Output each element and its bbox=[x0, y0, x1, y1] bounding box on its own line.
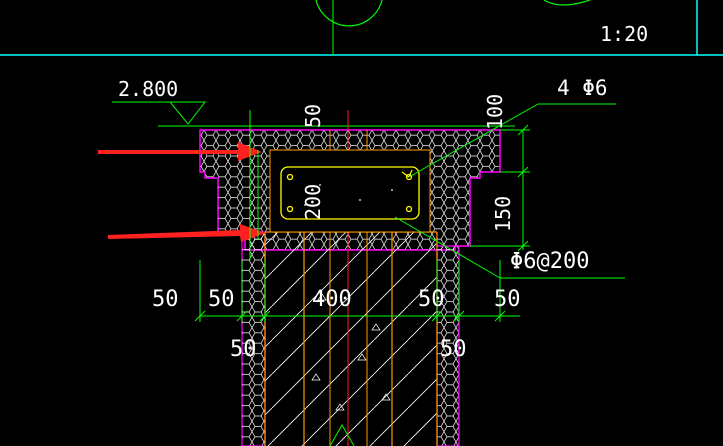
rebar bbox=[405, 205, 413, 213]
ring-beam bbox=[269, 149, 431, 233]
title-frame: 1:20 bbox=[0, 0, 723, 56]
dim-right-100: 100 bbox=[483, 94, 507, 130]
dim-left-inner-50: 50 bbox=[208, 287, 235, 312]
rebar bbox=[286, 205, 294, 213]
dim-top-50: 50 bbox=[301, 104, 325, 128]
stirrup bbox=[280, 166, 420, 220]
dim-center-400: 400 bbox=[312, 287, 352, 312]
main-rebar-label: 4 Φ6 bbox=[557, 76, 608, 100]
dimension-lines bbox=[194, 110, 530, 322]
dim-low-right-50: 50 bbox=[440, 337, 467, 362]
arrow-lower bbox=[108, 224, 266, 242]
dim-beam-200: 200 bbox=[301, 184, 325, 220]
stirrup-label: Φ6@200 bbox=[510, 249, 589, 274]
rebar bbox=[405, 173, 413, 181]
dim-right-outer-50: 50 bbox=[494, 287, 521, 312]
rebar bbox=[286, 173, 294, 181]
section-circle bbox=[315, 0, 383, 27]
level-text: 2.800 bbox=[118, 77, 178, 101]
callout-arrows bbox=[98, 142, 266, 242]
wall-section bbox=[241, 110, 460, 446]
dim-left-outer-50: 50 bbox=[152, 287, 179, 312]
rebar-leaders: 4 Φ6 Φ6@200 bbox=[394, 76, 625, 279]
level-mark: 2.800 bbox=[112, 77, 515, 127]
scale-label: 1:20 bbox=[600, 22, 648, 46]
dim-right-150: 150 bbox=[491, 196, 515, 232]
dim-right-inner-50: 50 bbox=[418, 287, 445, 312]
dim-low-left-50: 50 bbox=[230, 337, 257, 362]
arrow-upper bbox=[98, 142, 262, 161]
